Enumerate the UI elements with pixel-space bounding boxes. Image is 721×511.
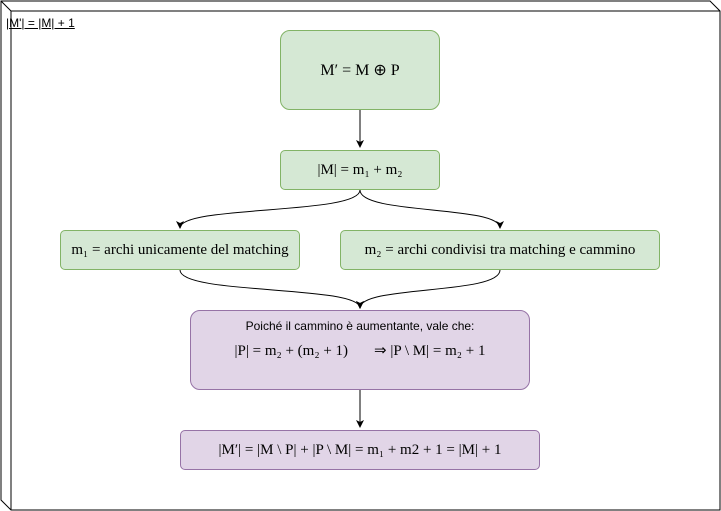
node-result-label: |M′| = |M \ P| + |P \ M| = m₁ + m2 + 1 =… <box>218 441 502 458</box>
node-m2[interactable]: m₂ = archi condivisi tra matching e camm… <box>340 230 660 270</box>
node-m-cardinality-label: |M| = m₁ + m₂ <box>317 161 403 178</box>
node-m2-label: m₂ = archi condivisi tra matching e camm… <box>364 241 636 258</box>
node-poiche-formula-right: ⇒ |P \ M| = m₂ + 1 <box>374 343 486 359</box>
node-m-prime-label: M′ = M ⊕ P <box>320 62 400 79</box>
node-m1[interactable]: m₁ = archi unicamente del matching <box>60 230 300 270</box>
node-poiche[interactable]: Poiché il cammino è aumentante, vale che… <box>190 310 530 390</box>
edge-m2-to-poiche <box>356 269 501 309</box>
node-result[interactable]: |M′| = |M \ P| + |P \ M| = m₁ + m2 + 1 =… <box>180 430 540 470</box>
node-m1-label: m₁ = archi unicamente del matching <box>71 241 289 258</box>
node-poiche-formula-left: |P| = m₂ + (m₂ + 1) <box>234 343 349 359</box>
edge-mcard-to-m1 <box>176 189 361 229</box>
edge-m1-to-poiche <box>179 269 364 309</box>
node-poiche-intro: Poiché il cammino è aumentante, vale che… <box>245 319 475 333</box>
canvas-title: |M'| = |M| + 1 <box>6 16 75 30</box>
node-poiche-formula: |P| = m₂ + (m₂ + 1) ⇒ |P \ M| = m₂ + 1 <box>235 341 486 360</box>
node-m-prime[interactable]: M′ = M ⊕ P <box>280 30 440 110</box>
edge-mcard-to-m2 <box>359 189 504 229</box>
node-m-cardinality[interactable]: |M| = m₁ + m₂ <box>280 150 440 190</box>
